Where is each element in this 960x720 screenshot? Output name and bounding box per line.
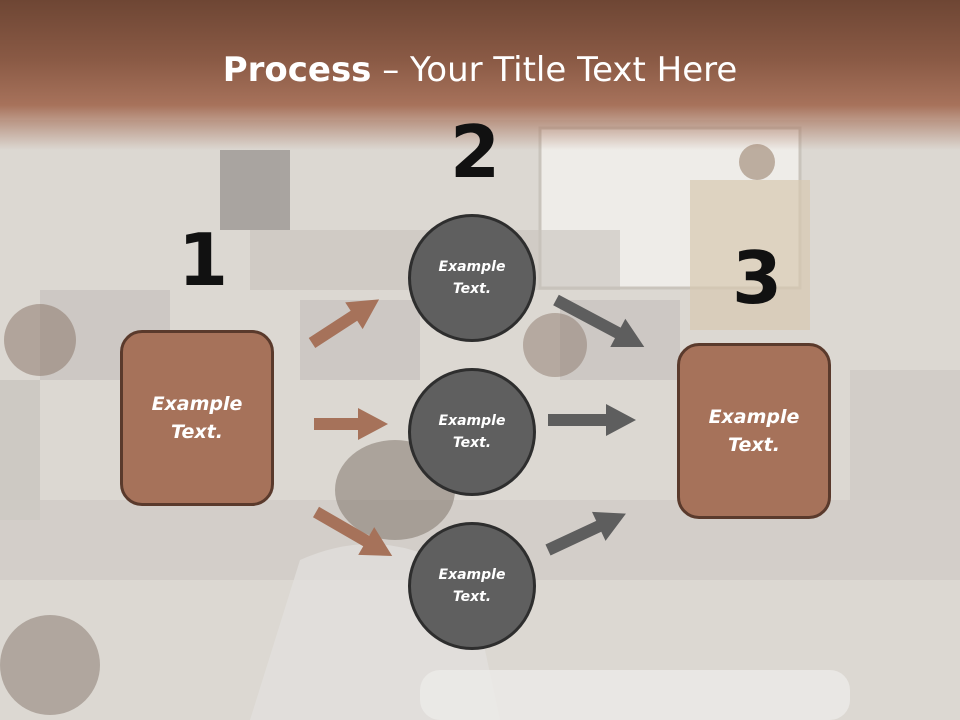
- arrow-bottom-to-3: [545, 511, 626, 556]
- title-rest: – Your Title Text Here: [371, 50, 738, 90]
- step-number-3: 3: [732, 236, 783, 320]
- arrow-top-to-3: [553, 294, 645, 347]
- step-1-box: Example Text.: [120, 330, 274, 506]
- step-number-2: 2: [450, 110, 501, 194]
- slide-title: Process – Your Title Text Here: [0, 50, 960, 90]
- step-3-text-line2: Text.: [728, 434, 780, 456]
- gray-arrows: [545, 294, 645, 556]
- title-band: [0, 0, 960, 150]
- step-2-circle-bottom: Example Text.: [408, 522, 536, 650]
- step-2-circle-top: Example Text.: [408, 214, 536, 342]
- step-number-1: 1: [178, 218, 229, 302]
- arrow-1-to-mid: [314, 408, 388, 440]
- circle-bottom-line1: Example: [438, 566, 506, 583]
- step-1-text-line2: Text.: [171, 421, 223, 443]
- arrow-1-to-bottom: [313, 506, 393, 556]
- step-1-text-line1: Example: [151, 392, 243, 415]
- title-bold: Process: [222, 50, 372, 90]
- circle-middle-line2: Text.: [452, 435, 492, 451]
- step-3-box: Example Text.: [677, 343, 831, 519]
- arrow-mid-to-3: [548, 404, 636, 436]
- step-3-text-line1: Example: [708, 405, 800, 428]
- circle-bottom-line2: Text.: [452, 589, 492, 605]
- circle-middle-line1: Example: [438, 412, 506, 429]
- arrow-1-to-top: [308, 299, 380, 349]
- step-2-circle-middle: Example Text.: [408, 368, 536, 496]
- brown-arrows: [308, 299, 393, 556]
- circle-top-line1: Example: [438, 258, 506, 275]
- circle-top-line2: Text.: [452, 281, 492, 297]
